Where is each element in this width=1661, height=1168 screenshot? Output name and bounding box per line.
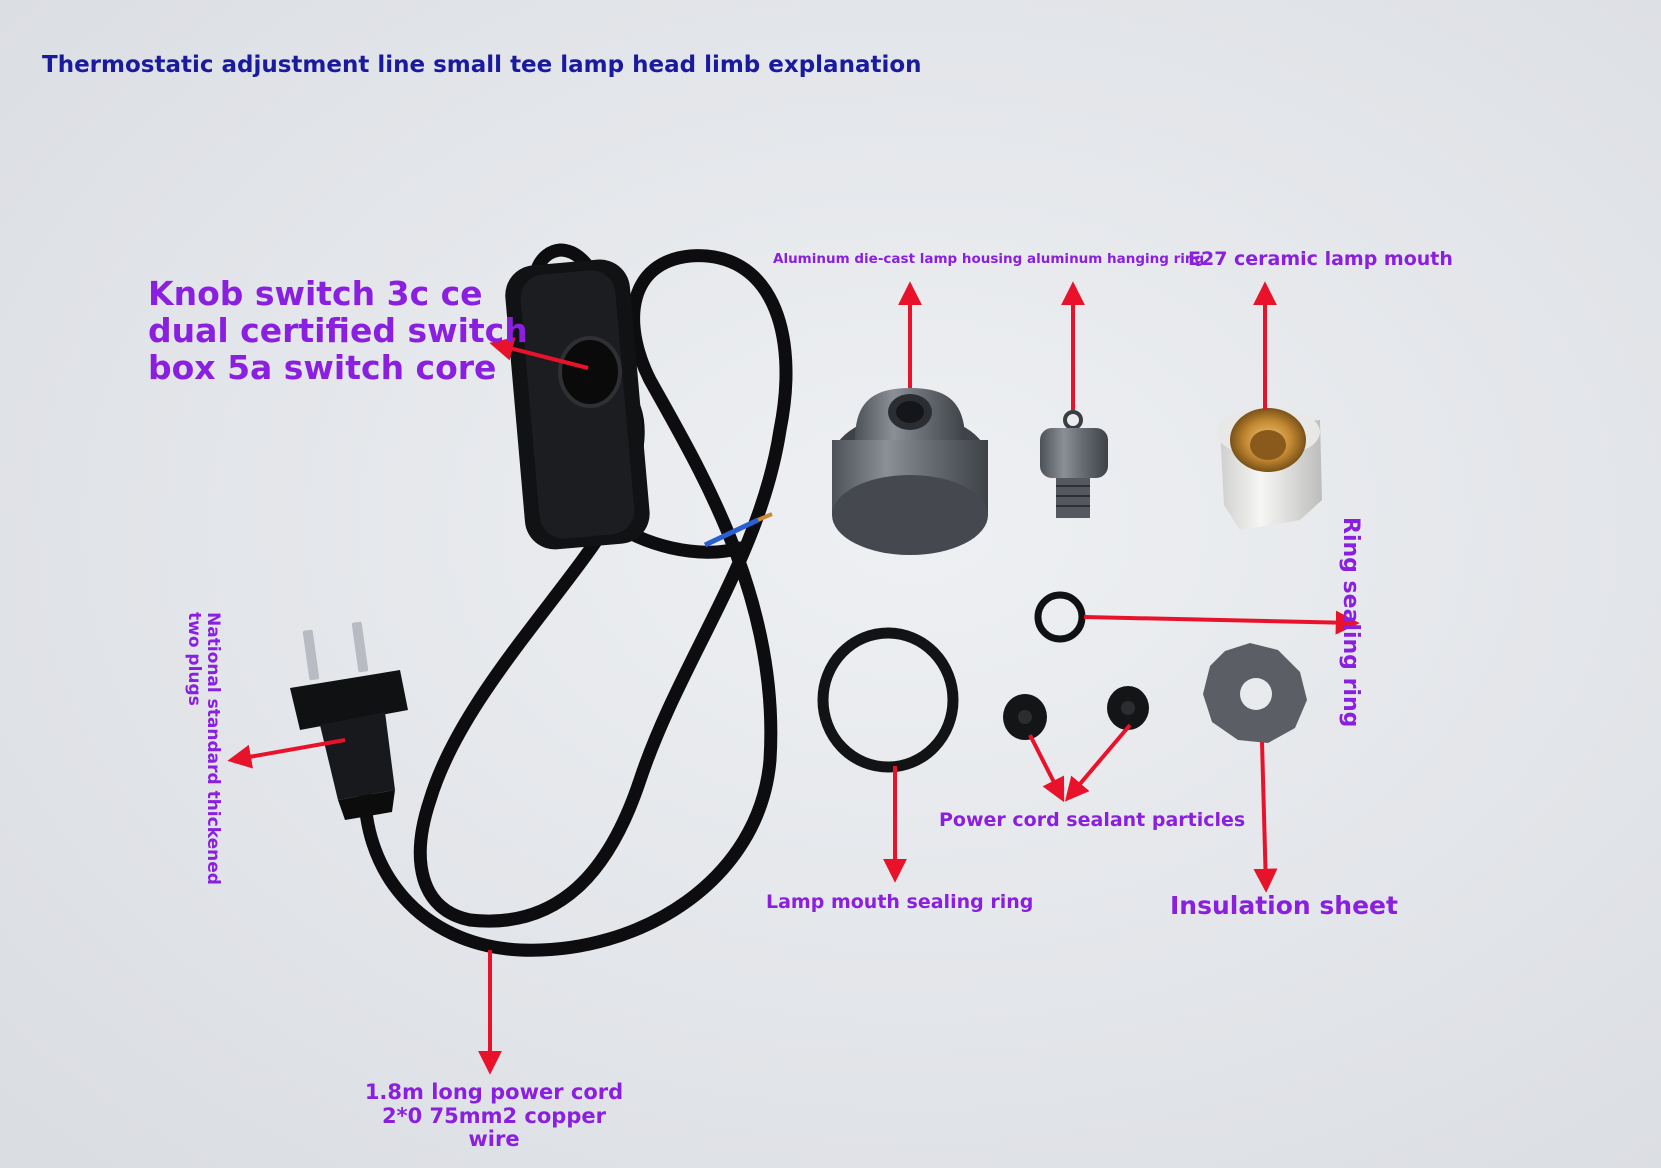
arrow-icon xyxy=(227,281,1360,1075)
knob-switch-label: Knob switch 3c ce dual certified switch … xyxy=(148,274,528,387)
plug-label: National standard thickened two plugs xyxy=(183,612,223,885)
power-cord-label: 1.8m long power cord 2*0 75mm2 copper wi… xyxy=(364,1080,624,1152)
lamp-housing-icon xyxy=(832,388,988,555)
mouth-ring-label: Lamp mouth sealing ring xyxy=(766,891,1034,913)
switch-box-icon xyxy=(505,259,650,550)
wire-end-copper xyxy=(757,512,773,522)
o-ring-icon xyxy=(817,627,959,773)
o-ring-icon xyxy=(1034,591,1086,643)
insulation-label: Insulation sheet xyxy=(1170,891,1398,920)
ceramic-mouth-label: E27 ceramic lamp mouth xyxy=(1188,248,1453,270)
plug-icon xyxy=(290,621,408,820)
sealant-particles-label: Power cord sealant particles xyxy=(939,809,1246,831)
ceramic-socket-icon xyxy=(1216,407,1322,530)
hanging-ring-icon xyxy=(1040,410,1108,518)
wire-end xyxy=(703,517,760,548)
sealant-particle-icon xyxy=(1003,686,1149,740)
lamp-housing-label: Aluminum die-cast lamp housing aluminum … xyxy=(773,251,1205,267)
ring-seal-label: Ring sealing ring xyxy=(1338,517,1363,728)
insulation-sheet-icon xyxy=(1203,643,1307,743)
page-title: Thermostatic adjustment line small tee l… xyxy=(42,52,922,78)
